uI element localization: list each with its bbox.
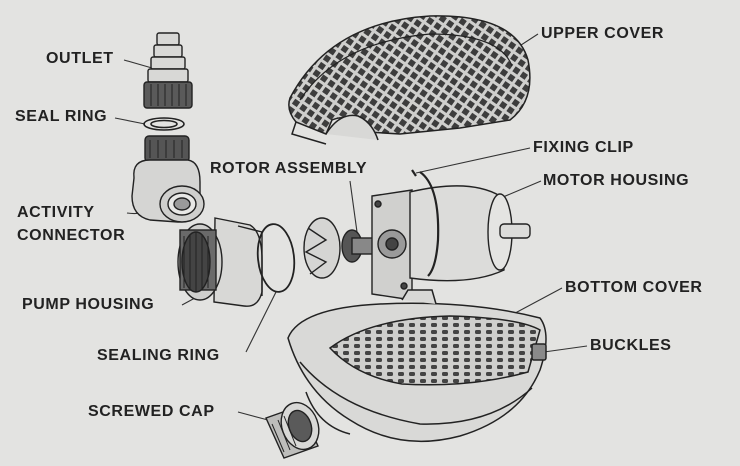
label-upper-cover: UPPER COVER <box>541 25 665 42</box>
activity-connector-part <box>131 135 205 223</box>
label-seal-ring: SEAL RING <box>15 108 108 125</box>
screwed-cap-part <box>265 401 320 459</box>
label-bottom-cover: BOTTOM COVER <box>565 279 703 296</box>
motor-housing-part <box>371 185 531 301</box>
upper-cover-part <box>288 15 531 145</box>
seal-ring-part <box>143 117 185 131</box>
label-motor-housing: MOTOR HOUSING <box>543 172 690 189</box>
sealing-ring-part <box>256 223 296 293</box>
label-activity-connector-line1: ACTIVITY <box>17 204 95 221</box>
bottom-cover-part <box>287 289 547 443</box>
fixing-clip-part <box>411 169 440 277</box>
outlet-part <box>143 32 193 109</box>
label-fixing-clip: FIXING CLIP <box>533 139 634 156</box>
label-activity-connector-line2: CONNECTOR <box>17 227 126 244</box>
label-rotor-assembly: ROTOR ASSEMBLY <box>210 160 368 177</box>
label-pump-housing: PUMP HOUSING <box>22 296 155 313</box>
label-outlet: OUTLET <box>46 50 114 67</box>
label-sealing-ring: SEALING RING <box>97 347 220 364</box>
pump-housing-part <box>177 217 263 307</box>
label-buckles: BUCKLES <box>590 337 672 354</box>
label-screwed-cap: SCREWED CAP <box>88 403 215 420</box>
